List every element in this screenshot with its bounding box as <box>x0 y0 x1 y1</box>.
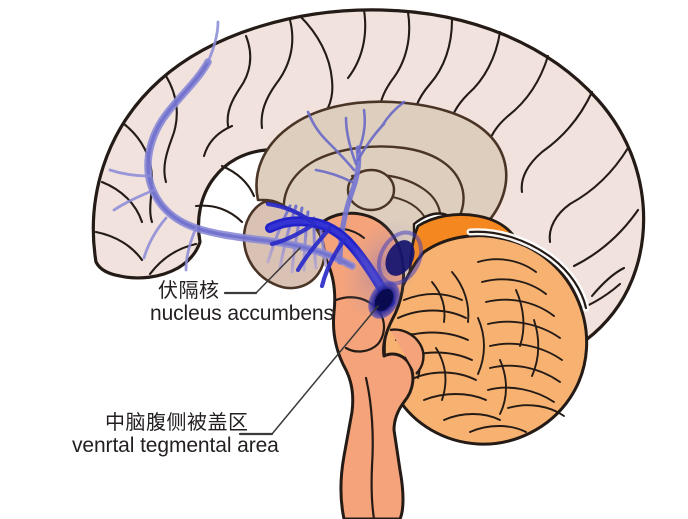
leader-line-nac <box>255 247 301 294</box>
label-ventral-tegmental-area: 中脑腹侧被盖区 venrtal tegmental area <box>72 412 279 458</box>
leader-line-vta <box>271 305 379 435</box>
accessory-nucleus <box>385 240 415 276</box>
label-ventral-tegmental-area-english: venrtal tegmental area <box>72 434 279 458</box>
label-ventral-tegmental-area-chinese: 中脑腹侧被盖区 <box>105 412 249 434</box>
cerebellum <box>382 228 590 446</box>
label-nucleus-accumbens: 伏隔核 nucleus accumbens <box>150 280 334 326</box>
mesolimbic-dopamine-pathway <box>108 20 424 319</box>
thalamus-ring <box>346 168 396 212</box>
label-nucleus-accumbens-english: nucleus accumbens <box>150 302 334 326</box>
label-nucleus-accumbens-chinese: 伏隔核 <box>158 280 220 302</box>
leader-lines <box>223 247 379 436</box>
vta-core <box>374 288 394 312</box>
